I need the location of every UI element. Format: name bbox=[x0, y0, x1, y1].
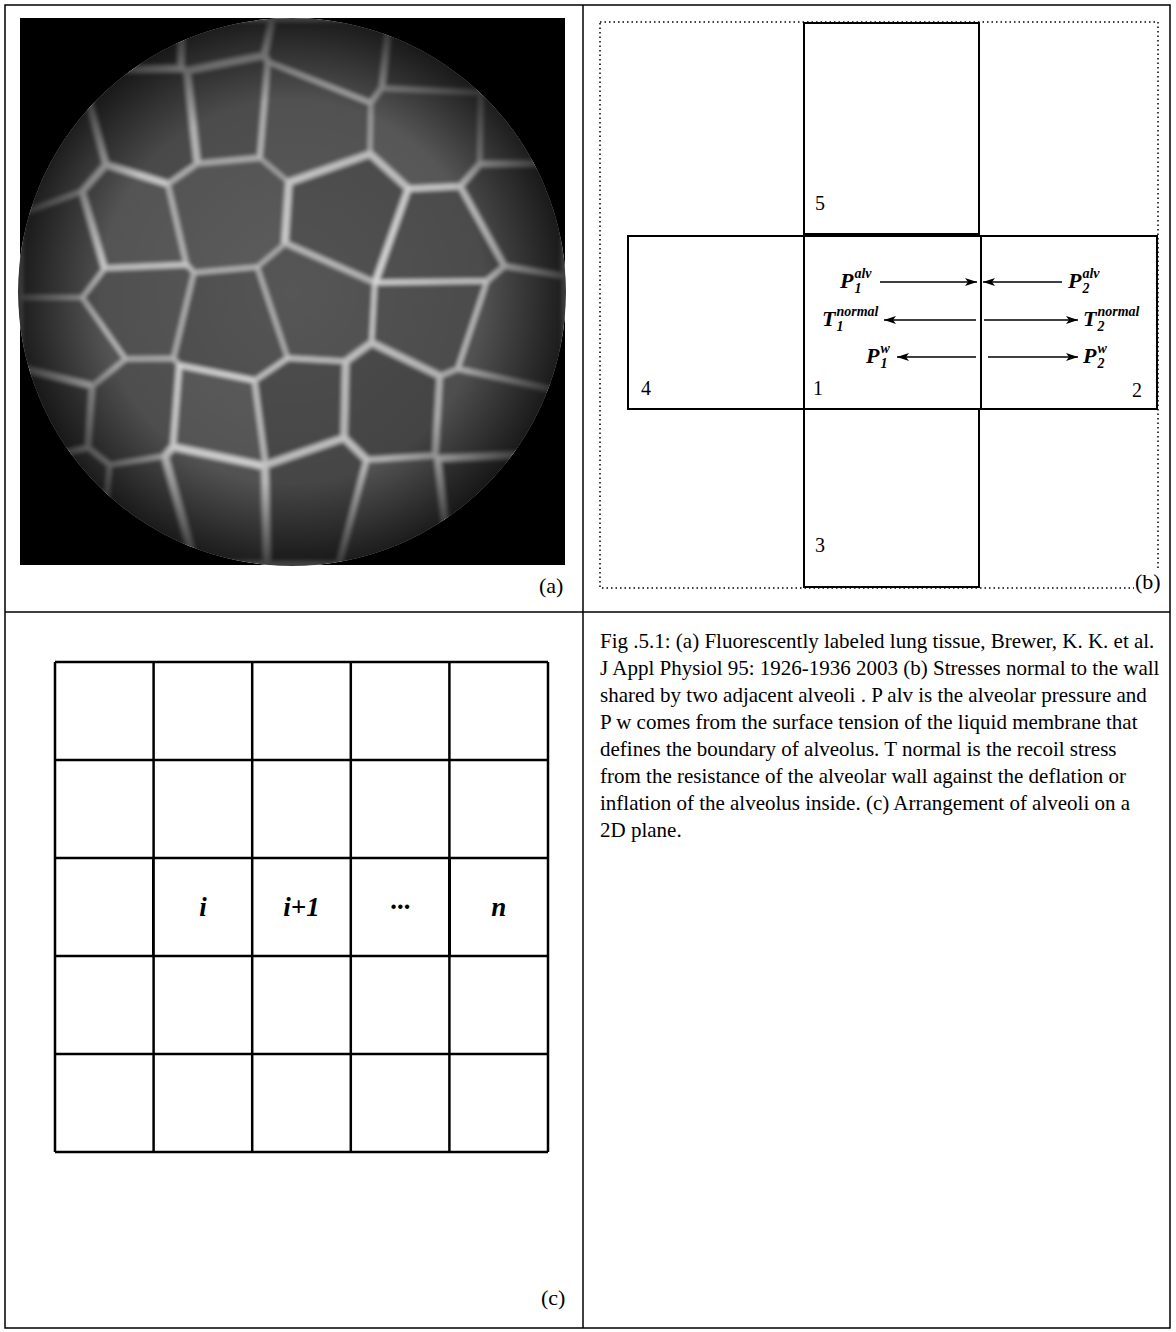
cell-index: i+1 bbox=[283, 892, 319, 922]
subscript: 1 bbox=[836, 319, 878, 334]
superscript: w bbox=[880, 341, 889, 356]
subscript: 1 bbox=[880, 356, 889, 371]
figure-caption: Fig .5.1: (a) Fluorescently labeled lung… bbox=[600, 628, 1160, 844]
alveolus-number: 1 bbox=[813, 377, 823, 399]
index-stack: normal2 bbox=[1097, 304, 1139, 334]
stress-arrow bbox=[983, 281, 1062, 283]
cell-index: i bbox=[199, 892, 207, 922]
dotted-frame bbox=[600, 22, 1158, 588]
index-stack: alv1 bbox=[854, 266, 871, 296]
superscript: alv bbox=[1082, 266, 1099, 281]
index-stack: w1 bbox=[880, 341, 889, 371]
micrograph bbox=[18, 18, 566, 566]
stress-arrow bbox=[984, 319, 1078, 321]
index-stack: w2 bbox=[1097, 341, 1106, 371]
vignette bbox=[18, 18, 566, 566]
cell-index: ··· bbox=[390, 892, 410, 922]
alveolus-number: 2 bbox=[1132, 379, 1142, 401]
superscript: w bbox=[1097, 341, 1106, 356]
stress-symbol: Pw1 bbox=[866, 341, 890, 371]
grid-cell: i+1 bbox=[251, 857, 352, 958]
panel-label: (a) bbox=[538, 574, 564, 598]
panel-label: (c) bbox=[540, 1286, 566, 1310]
micrograph-field bbox=[18, 18, 566, 566]
table-divider bbox=[5, 611, 1170, 613]
stress-symbol: Tnormal2 bbox=[1083, 304, 1139, 334]
alveolus-box: 4 bbox=[627, 235, 805, 410]
symbol-letter: P bbox=[840, 269, 853, 293]
subscript: 2 bbox=[1082, 281, 1099, 296]
superscript: alv bbox=[854, 266, 871, 281]
superscript: normal bbox=[836, 304, 878, 319]
grid-cell: n bbox=[448, 857, 549, 958]
stress-symbol: Palv1 bbox=[840, 266, 872, 296]
stress-arrows bbox=[880, 282, 1078, 357]
cell-index: n bbox=[491, 892, 506, 922]
index-stack: alv2 bbox=[1082, 266, 1099, 296]
index-stack: normal1 bbox=[836, 304, 878, 334]
stress-arrow bbox=[897, 356, 976, 358]
subscript: 2 bbox=[1097, 356, 1106, 371]
alveolus-cell bbox=[20, 18, 101, 109]
symbol-letter: P bbox=[1083, 344, 1096, 368]
alveolus-box: 2 bbox=[980, 235, 1158, 410]
grid-cell: ··· bbox=[350, 857, 451, 958]
subscript: 1 bbox=[854, 281, 871, 296]
stress-symbol: Palv2 bbox=[1068, 266, 1100, 296]
alveolus-number: 3 bbox=[815, 534, 825, 556]
stress-symbol: Tnormal1 bbox=[822, 304, 878, 334]
grid-line bbox=[55, 1151, 548, 1154]
grid-line bbox=[55, 759, 548, 762]
alveoli-grid bbox=[55, 662, 548, 1152]
grid-line bbox=[55, 1053, 548, 1056]
stress-symbol: Pw2 bbox=[1083, 341, 1107, 371]
alveolus-number: 5 bbox=[815, 192, 825, 214]
stress-arrow bbox=[884, 319, 976, 321]
symbol-letter: P bbox=[1068, 269, 1081, 293]
stress-arrow bbox=[988, 356, 1078, 358]
symbol-letter: T bbox=[822, 307, 835, 331]
alveolus-box: 5 bbox=[803, 22, 980, 235]
grid-line bbox=[54, 662, 57, 1152]
subscript: 2 bbox=[1097, 319, 1139, 334]
alveolus-box: 3 bbox=[803, 408, 980, 588]
grid-line bbox=[55, 661, 548, 664]
table-frame bbox=[5, 5, 1170, 1328]
symbol-letter: T bbox=[1083, 307, 1096, 331]
panel-label: (b) bbox=[1134, 570, 1162, 594]
table-divider bbox=[582, 5, 584, 1328]
symbol-letter: P bbox=[866, 344, 879, 368]
stress-arrow bbox=[880, 281, 977, 283]
grid-cell: i bbox=[152, 857, 253, 958]
superscript: normal bbox=[1097, 304, 1139, 319]
alveolus-number: 4 bbox=[641, 377, 651, 399]
alveolus-cell bbox=[452, 18, 565, 84]
